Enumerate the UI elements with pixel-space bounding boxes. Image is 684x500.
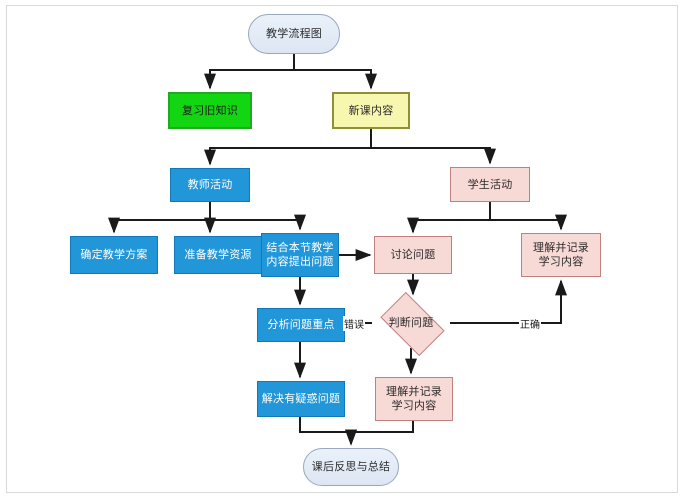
edge-recordbot-end (345, 421, 414, 446)
edge-student-discuss (407, 202, 491, 234)
edge-newlesson-student (370, 129, 496, 165)
edge-teacher-plan (108, 202, 211, 234)
edge-newlesson-teacher (204, 129, 372, 166)
edge-start-review (204, 54, 295, 90)
edge-judge-recordtop (450, 279, 567, 324)
edge-teacher-question (209, 202, 306, 231)
edge-solve-end (299, 417, 357, 446)
node-prepare-teaching-resources[interactable]: 准备教学资源 (174, 236, 262, 274)
node-raise-questions[interactable]: 结合本节教学 内容提出问题 (261, 233, 339, 277)
node-student-activity[interactable]: 学生活动 (450, 167, 530, 202)
node-understand-record-bottom[interactable]: 理解并记录 学习内容 (375, 377, 453, 421)
node-end-reflection[interactable]: 课后反思与总结 (303, 448, 399, 486)
node-determine-teaching-plan[interactable]: 确定教学方案 (70, 236, 158, 274)
edge-student-recordtop (489, 202, 567, 231)
edge-label-correct: 正确 (519, 316, 541, 331)
node-start[interactable]: 教学流程图 (248, 14, 340, 54)
edge-label-wrong: 错误 (343, 316, 365, 331)
edge-start-newlesson (293, 54, 377, 90)
node-teacher-activity[interactable]: 教师活动 (170, 168, 250, 202)
node-judge-question[interactable]: 判断问题 (372, 291, 450, 357)
node-discuss-questions[interactable]: 讨论问题 (374, 236, 452, 274)
node-review-old-knowledge[interactable]: 复习旧知识 (168, 92, 252, 129)
node-new-lesson-content[interactable]: 新课内容 (332, 92, 410, 129)
node-solve-doubts[interactable]: 解决有疑惑问题 (257, 381, 345, 417)
node-analyze-key-points[interactable]: 分析问题重点 (257, 308, 345, 342)
node-understand-record-top[interactable]: 理解并记录 学习内容 (521, 233, 601, 277)
node-judge-question-label: 判断问题 (388, 316, 434, 329)
